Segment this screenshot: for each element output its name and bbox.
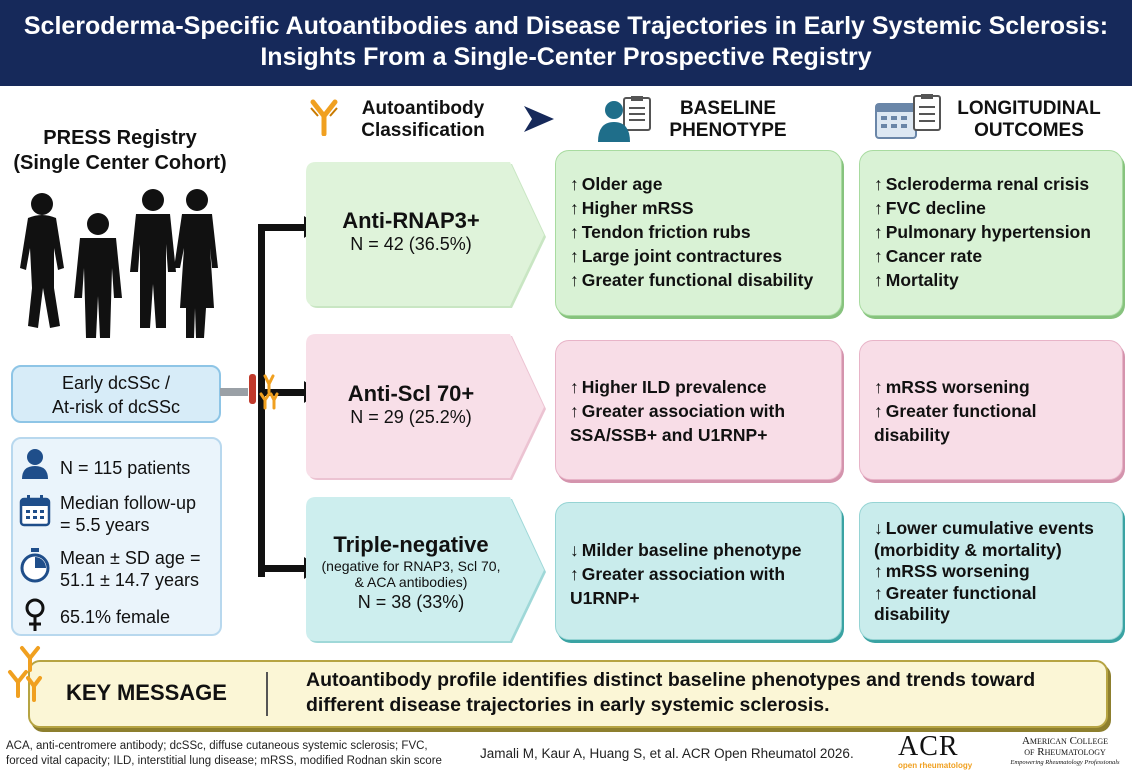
key-message-text: Autoantibody profile identifies distinct… bbox=[306, 668, 1035, 718]
list-item: mRSS worsening bbox=[874, 561, 1094, 583]
key-message-divider bbox=[266, 672, 268, 716]
list-item: Pulmonary hypertension bbox=[874, 220, 1091, 244]
list-item: Milder baseline phenotype bbox=[570, 538, 802, 562]
group-n-triple-negative: N = 38 (33%) bbox=[357, 592, 465, 612]
outcomes-list-triple-negative: Lower cumulative events (morbidity & mor… bbox=[874, 518, 1094, 626]
list-item-continued: (morbidity & mortality) bbox=[874, 539, 1062, 560]
population-box: Early dcSSc / At-risk of dcSSc bbox=[11, 365, 221, 423]
baseline-list-triple-negative: Milder baseline phenotype Greater associ… bbox=[570, 538, 802, 610]
logo-acr-subtext: open rheumatology bbox=[898, 761, 973, 770]
group-name-triple-negative: Triple-negative bbox=[333, 532, 489, 557]
baseline-list-rnap3: Older age Higher mRSS Tendon friction ru… bbox=[570, 172, 813, 292]
logo-college-line-2: of Rheumatology bbox=[1024, 746, 1106, 758]
population-line-2: At-risk of dcSSc bbox=[51, 397, 181, 417]
cohort-stats-box bbox=[11, 437, 222, 636]
list-item-continued: disability bbox=[874, 604, 950, 624]
key-message-box bbox=[28, 660, 1108, 728]
title-line-2: Insights From a Single-Center Prospectiv… bbox=[260, 43, 872, 71]
list-item: mRSS worsening bbox=[874, 375, 1036, 399]
list-item-continued: U1RNP+ bbox=[570, 588, 640, 608]
list-item: Mortality bbox=[874, 268, 1091, 292]
group-name-scl70: Anti-Scl 70+ bbox=[347, 381, 475, 406]
outcomes-list-rnap3: Scleroderma renal crisis FVC decline Pul… bbox=[874, 172, 1091, 292]
outcomes-line-1: LONGITUDINAL bbox=[957, 98, 1101, 119]
list-item: Greater functional disability bbox=[570, 268, 813, 292]
list-item: Older age bbox=[570, 172, 813, 196]
list-item: Greater association with bbox=[570, 399, 785, 423]
person-icon bbox=[22, 449, 48, 479]
stat-female: 65.1% female bbox=[60, 607, 171, 627]
antibody-icon bbox=[310, 99, 338, 136]
group-subtitle-line-1: (negative for RNAP3, Scl 70, bbox=[321, 558, 501, 574]
list-item: Large joint contractures bbox=[570, 244, 813, 268]
list-item: Cancer rate bbox=[874, 244, 1091, 268]
key-message-line-2: different disease trajectories in early … bbox=[306, 694, 830, 716]
stopwatch-icon bbox=[20, 548, 50, 583]
logo-college-tagline: Empowering Rheumatology Professionals bbox=[1010, 759, 1120, 766]
acr-open-logo: ACR open rheumatology bbox=[898, 731, 988, 770]
group-label-rnap3: Anti-RNAP3+ N = 42 (36.5%) bbox=[306, 208, 516, 255]
outcomes-line-2: OUTCOMES bbox=[974, 120, 1084, 141]
list-item: Tendon friction rubs bbox=[570, 220, 813, 244]
group-label-triple-negative: Triple-negative (negative for RNAP3, Scl… bbox=[306, 532, 516, 613]
list-item: Greater functional bbox=[874, 583, 1094, 605]
list-item: Higher mRSS bbox=[570, 196, 813, 220]
abbrev-line-1: ACA, anti-centromere antibody; dcSSc, di… bbox=[6, 740, 428, 752]
stat-age: Mean ± SD age = 51.1 ± 14.7 years bbox=[60, 547, 200, 591]
chevron-right-icon bbox=[524, 106, 554, 132]
antibody-sample-icon bbox=[249, 374, 279, 410]
group-n-rnap3: N = 42 (36.5%) bbox=[350, 234, 472, 254]
female-symbol-icon bbox=[25, 598, 45, 631]
clinician-clipboard-icon bbox=[598, 96, 651, 142]
list-item-continued: disability bbox=[874, 425, 950, 445]
logo-college-line-1: American College bbox=[1021, 735, 1109, 747]
baseline-line-2: PHENOTYPE bbox=[669, 120, 787, 141]
registry-title: PRESS Registry (Single Center Cohort) bbox=[0, 126, 240, 176]
list-item: FVC decline bbox=[874, 196, 1091, 220]
column-header-classification: Autoantibody Classification bbox=[348, 98, 498, 142]
column-header-baseline: BASELINE PHENOTYPE bbox=[658, 98, 798, 142]
key-message-label: KEY MESSAGE bbox=[66, 680, 227, 705]
title-line-1: Scleroderma-Specific Autoantibodies and … bbox=[23, 12, 1109, 40]
group-chevron-triple-negative bbox=[306, 497, 546, 643]
registry-title-line-2: (Single Center Cohort) bbox=[13, 152, 227, 174]
citation: Jamali M, Kaur A, Huang S, et al. ACR Op… bbox=[480, 746, 854, 761]
classification-line-1: Autoantibody bbox=[361, 98, 485, 119]
stat-patients: N = 115 patients bbox=[60, 458, 191, 478]
list-item: Higher ILD prevalence bbox=[570, 375, 785, 399]
population-line-1: Early dcSSc / bbox=[61, 373, 171, 393]
group-subtitle-line-2: & ACA antibodies) bbox=[354, 574, 468, 590]
people-silhouettes-icon bbox=[20, 189, 218, 338]
classification-line-2: Classification bbox=[361, 120, 485, 141]
antibody-cluster-icon bbox=[8, 646, 42, 702]
calendar-clipboard-icon bbox=[875, 94, 941, 139]
header-banner: Scleroderma-Specific Autoantibodies and … bbox=[0, 0, 1132, 86]
acr-college-logo: American College of Rheumatology Empower… bbox=[1002, 736, 1128, 767]
stat-follow-up-line-2: = 5.5 years bbox=[60, 515, 150, 535]
group-chevron-scl70 bbox=[306, 334, 546, 480]
stat-follow-up: Median follow-up = 5.5 years bbox=[60, 492, 196, 536]
stat-follow-up-line-1: Median follow-up bbox=[60, 493, 197, 513]
baseline-list-scl70: Higher ILD prevalence Greater associatio… bbox=[570, 375, 785, 447]
abbrev-line-2: forced vital capacity; ILD, interstitial… bbox=[6, 755, 442, 767]
calendar-icon bbox=[19, 495, 51, 527]
logo-acr-text: ACR bbox=[898, 731, 959, 762]
group-label-scl70: Anti-Scl 70+ N = 29 (25.2%) bbox=[306, 381, 516, 428]
outcomes-list-scl70: mRSS worsening Greater functional disabi… bbox=[874, 375, 1036, 447]
list-item: Greater functional bbox=[874, 399, 1037, 423]
list-item: Scleroderma renal crisis bbox=[874, 172, 1091, 196]
column-header-outcomes: LONGITUDINAL OUTCOMES bbox=[946, 98, 1112, 142]
stat-age-line-2: 51.1 ± 14.7 years bbox=[60, 570, 199, 590]
group-n-scl70: N = 29 (25.2%) bbox=[350, 407, 472, 427]
registry-title-line-1: PRESS Registry bbox=[43, 127, 197, 149]
baseline-line-1: BASELINE bbox=[679, 98, 777, 119]
list-item: Lower cumulative events bbox=[874, 518, 1094, 540]
abbreviations-footnote: ACA, anti-centromere antibody; dcSSc, di… bbox=[6, 739, 442, 769]
stat-age-line-1: Mean ± SD age = bbox=[60, 548, 201, 568]
list-item-continued: SSA/SSB+ and U1RNP+ bbox=[570, 425, 768, 445]
list-item: Greater association with bbox=[570, 562, 802, 586]
group-name-rnap3: Anti-RNAP3+ bbox=[342, 208, 480, 233]
group-chevron-rnap3 bbox=[306, 162, 546, 308]
key-message-line-1: Autoantibody profile identifies distinct… bbox=[306, 669, 1036, 691]
